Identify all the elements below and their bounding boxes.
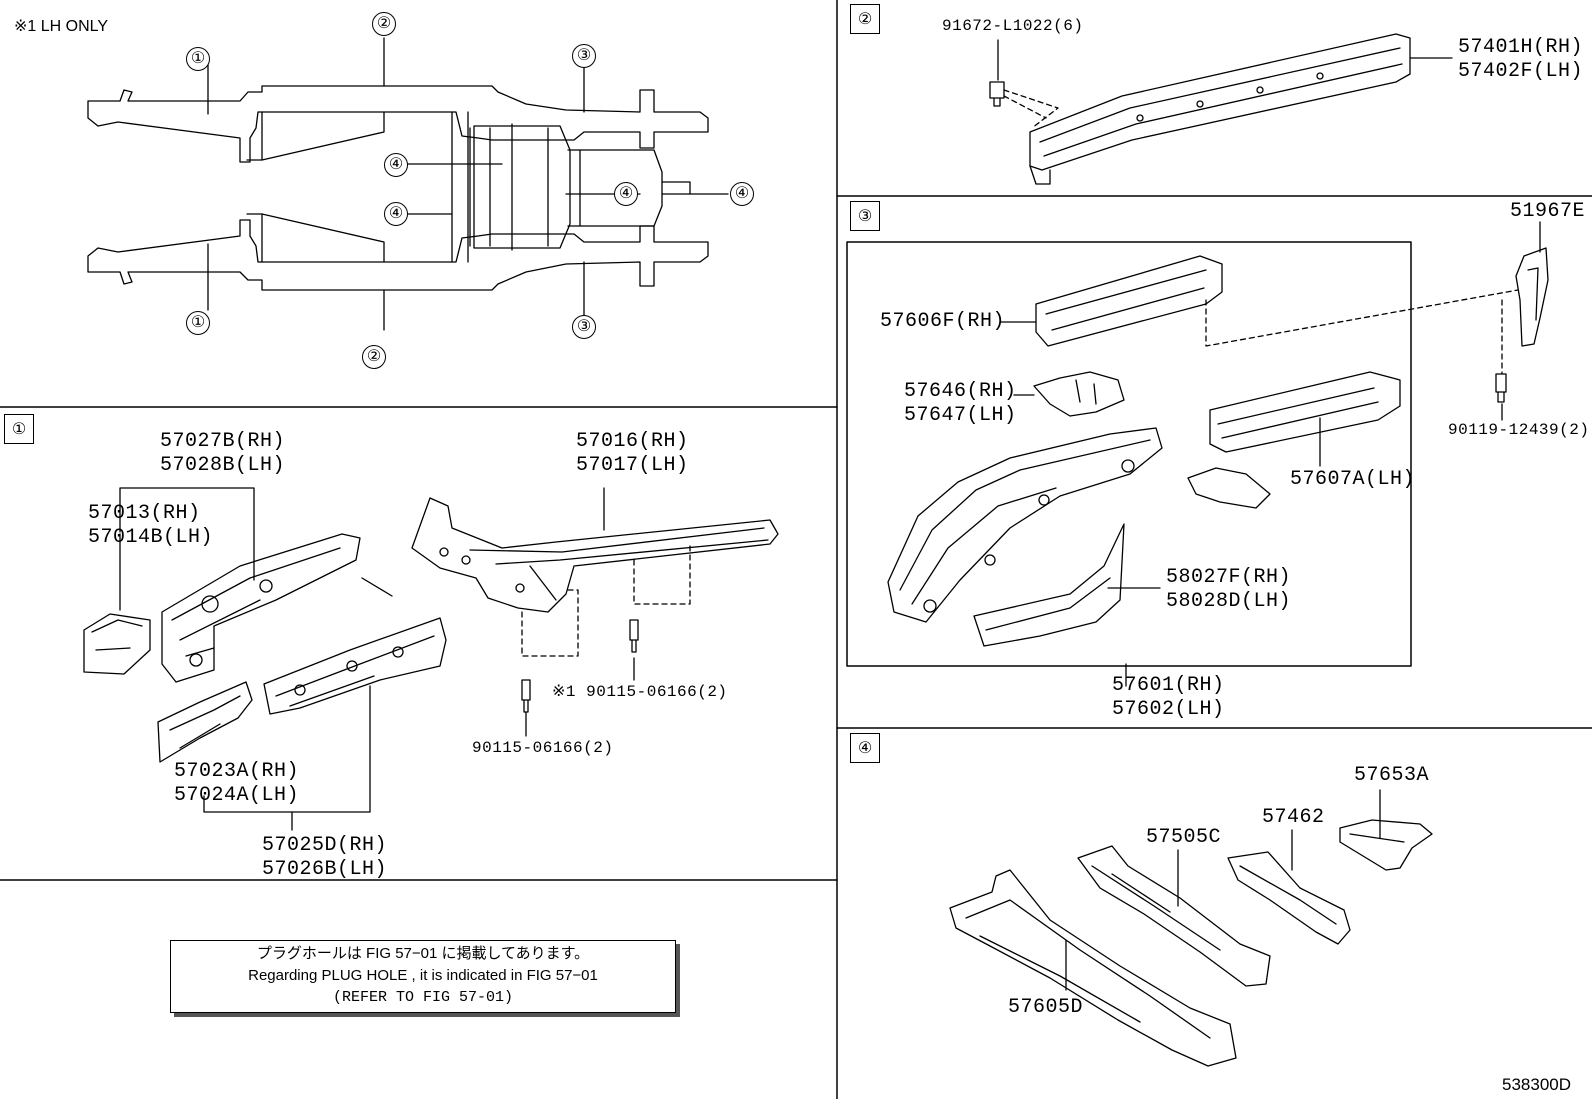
- part-57014-lh: 57014B(LH): [88, 526, 214, 549]
- section1-parts: [83, 487, 779, 831]
- part-57028-lh: 57028B(LH): [160, 454, 286, 477]
- callout-1-top: ①: [186, 47, 210, 71]
- part-57024-lh: 57024A(LH): [174, 784, 300, 807]
- part-51967-label: 51967E: [1510, 200, 1586, 223]
- callout-4-b: ④: [384, 202, 408, 226]
- part-57017-lh: 57017(LH): [576, 454, 689, 477]
- part-57027-label: 57027B(RH) 57028B(LH): [160, 430, 285, 478]
- part-57462-label: 57462: [1262, 806, 1325, 829]
- callout-4-d: ④: [730, 182, 754, 206]
- bolt-lh-only-label: ※1 90115-06166(2): [552, 683, 728, 701]
- note-reference-line: (REFER TO FIG 57-01): [332, 989, 514, 1006]
- note-english-line: Regarding PLUG HOLE , it is indicated in…: [248, 967, 598, 984]
- bolt-90115-label: 90115-06166(2): [472, 739, 614, 757]
- part-57013-rh: 57013(RH): [88, 502, 201, 525]
- callout-1-bottom: ①: [186, 311, 210, 335]
- part-57025-rh: 57025D(RH): [262, 834, 388, 857]
- section3-parts: [887, 221, 1549, 687]
- part-57013-label: 57013(RH) 57014B(LH): [88, 502, 213, 550]
- section-4-number: ④: [857, 740, 873, 757]
- part-57601-label: 57601(RH) 57602(LH): [1112, 674, 1225, 722]
- part-57402-lh: 57402F(LH): [1458, 60, 1584, 83]
- callout-2-bottom: ②: [362, 345, 386, 369]
- section-1-number: ①: [11, 421, 27, 438]
- callout-4-c: ④: [614, 182, 638, 206]
- part-57653-label: 57653A: [1354, 764, 1430, 787]
- bolt-90119-label: 90119-12439(2): [1448, 421, 1590, 439]
- lh-only-note: ※1 LH ONLY: [14, 18, 109, 35]
- part-57023-label: 57023A(RH) 57024A(LH): [174, 760, 299, 808]
- part-57647-lh: 57647(LH): [904, 404, 1017, 427]
- underbody-overview: [87, 37, 729, 331]
- part-58027-label: 58027F(RH) 58028D(LH): [1166, 566, 1291, 614]
- callout-3-bottom: ③: [572, 315, 596, 339]
- part-57646-rh: 57646(RH): [904, 380, 1017, 403]
- section-4-marker: ④: [850, 733, 880, 763]
- part-57401-label: 57401H(RH) 57402F(LH): [1458, 36, 1583, 84]
- part-57602-lh: 57602(LH): [1112, 698, 1225, 721]
- plug-hole-note-box: プラグホールは FIG 57−01 に掲載してあります。 Regarding P…: [170, 940, 676, 1013]
- section-3-marker: ③: [850, 201, 880, 231]
- callout-2-top: ②: [372, 12, 396, 36]
- section2-parts: [989, 33, 1453, 185]
- section-2-number: ②: [857, 11, 873, 28]
- part-57016-label: 57016(RH) 57017(LH): [576, 430, 689, 478]
- part-57026-lh: 57026B(LH): [262, 858, 388, 881]
- part-57505-label: 57505C: [1146, 826, 1222, 849]
- part-57605-label: 57605D: [1008, 996, 1084, 1019]
- section4-parts: [949, 789, 1433, 1067]
- screw-91672-label: 91672-L1022(6): [942, 17, 1084, 35]
- part-57401-rh: 57401H(RH): [1458, 36, 1584, 59]
- section-1-marker: ①: [4, 414, 34, 444]
- part-58027-rh: 58027F(RH): [1166, 566, 1292, 589]
- part-57025-label: 57025D(RH) 57026B(LH): [262, 834, 387, 882]
- part-58028-lh: 58028D(LH): [1166, 590, 1292, 613]
- callout-3-top: ③: [572, 44, 596, 68]
- note-japanese-line: プラグホールは FIG 57−01 に掲載してあります。: [256, 945, 590, 962]
- part-57027-rh: 57027B(RH): [160, 430, 286, 453]
- section-3-number: ③: [857, 208, 873, 225]
- part-57646-label: 57646(RH) 57647(LH): [904, 380, 1017, 428]
- part-57607-label: 57607A(LH): [1290, 468, 1416, 491]
- part-57601-rh: 57601(RH): [1112, 674, 1225, 697]
- part-57606-label: 57606F(RH): [880, 310, 1006, 333]
- figure-reference-code: 538300D: [1502, 1075, 1572, 1094]
- callout-4-a: ④: [384, 153, 408, 177]
- section-2-marker: ②: [850, 4, 880, 34]
- part-57016-rh: 57016(RH): [576, 430, 689, 453]
- part-57023-rh: 57023A(RH): [174, 760, 300, 783]
